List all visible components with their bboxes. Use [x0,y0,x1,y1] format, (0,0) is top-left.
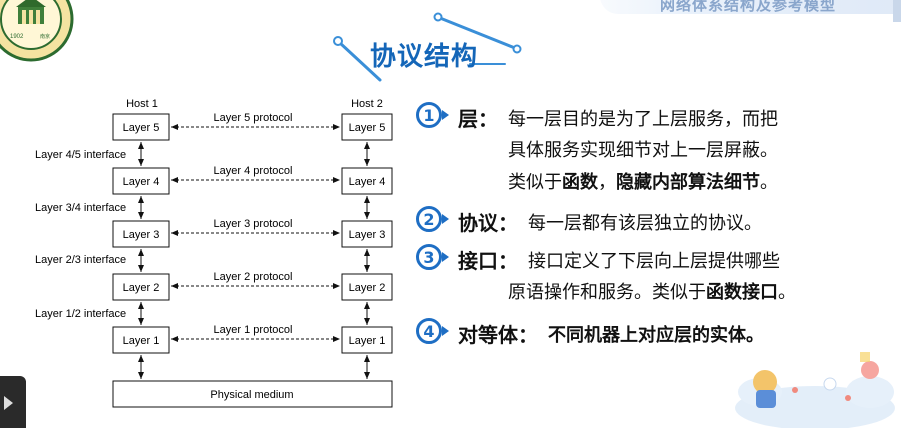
note-number-4: 4 [416,318,442,344]
note-text: 。 [778,282,796,303]
host1-layer-1-box [112,326,170,354]
slide-title: 协议结构 [370,42,479,72]
host1-layer-4-box [112,167,170,195]
note-pointer-icon [442,326,449,336]
layer-1-row: Layer 1 Layer 1 Layer 1 protocol [112,324,393,354]
note-desc-line: 具体服务实现细节对上一层屏蔽。 [508,140,778,161]
note-pointer-icon [442,110,449,120]
note-term-interface: 接口： [458,249,518,273]
host1-layer-5-box [112,113,170,141]
note-emphasis: 隐藏内部算法细节 [616,172,760,193]
layer-2-row: Layer 2 Layer 2 Layer 2 protocol [112,271,393,301]
banner-text: 网络体系结构及参考模型 [660,0,837,14]
note-desc-line: 不同机器上对应层的实体。 [548,325,764,346]
layer-3-row: Layer 3 Layer 3 Layer 3 protocol [112,218,393,248]
layer-2-protocol-label: Layer 2 protocol [214,271,293,283]
host2-layer-2-label: Layer 2 [349,282,386,294]
host2-layer-1-label: Layer 1 [349,335,386,347]
note-term-layer: 层： [458,107,498,131]
host1-layer-2-label: Layer 2 [123,282,160,294]
note-number-1: 1 [416,102,442,128]
interface-2-3-label: Layer 2/3 interface [35,254,126,266]
note-desc-line: 接口定义了下层向上层提供哪些 [528,251,780,272]
play-icon [4,396,13,410]
layer-diagram: Host 1 Host 2 Layer 5 Layer 5 Layer 5 pr… [35,98,393,408]
host1-layer-3-label: Layer 3 [123,229,160,241]
interface-3-4-label: Layer 3/4 interface [35,202,126,214]
layer-3-protocol-label: Layer 3 protocol [214,218,293,230]
note-interface: 3 接口： 接口定义了下层向上层提供哪些 原语操作和服务。类似于函数接口。 [412,238,852,312]
host1-layer-2-box [112,273,170,301]
note-text: 类似于 [508,172,562,193]
note-desc-line: 类似于函数，隐藏内部算法细节。 [508,168,778,194]
note-pointer-icon [442,214,449,224]
window-corner [893,0,901,22]
physical-medium-box [112,380,393,408]
host2-layer-5-box [341,113,393,141]
note-term-peer: 对等体： [458,323,538,347]
slide-nav-button[interactable] [0,376,26,428]
university-logo: 1902 南京 [0,0,74,62]
note-layer: 1 层： 每一层目的是为了上层服务，而把 具体服务实现细节对上一层屏蔽。 类似于… [412,96,852,200]
host1-layer-4-label: Layer 4 [123,176,160,188]
title-decoration [333,12,522,82]
note-emphasis: 函数 [562,172,598,193]
host2-layer-4-label: Layer 4 [349,176,386,188]
interface-1-2-label: Layer 1/2 interface [35,308,126,320]
layer-5-protocol-label: Layer 5 protocol [214,112,293,124]
title-area: 协议结构 [300,8,540,88]
notes-list: 1 层： 每一层目的是为了上层服务，而把 具体服务实现细节对上一层屏蔽。 类似于… [412,96,852,350]
decorative-illustration [735,352,895,428]
course-banner: 网络体系结构及参考模型 [600,0,901,14]
layer-4-protocol-label: Layer 4 protocol [214,165,293,177]
note-desc-line: 每一层都有该层独立的协议。 [528,213,762,234]
layer-1-protocol-label: Layer 1 protocol [214,324,293,336]
layer-4-row: Layer 4 Layer 4 Layer 4 protocol [112,165,393,195]
note-emphasis: 函数接口 [706,282,778,303]
host2-layer-3-box [341,220,393,248]
host1-layer-3-box [112,220,170,248]
physical-medium-label: Physical medium [210,389,293,401]
host2-layer-4-box [341,167,393,195]
host2-layer-5-label: Layer 5 [349,122,386,134]
layer-5-row: Layer 5 Layer 5 Layer 5 protocol [112,112,393,141]
note-desc-line: 每一层目的是为了上层服务，而把 [508,109,778,130]
host1-layer-5-label: Layer 5 [123,122,160,134]
note-text: ， [598,172,616,193]
svg-text:南京: 南京 [40,33,50,40]
host2-layer-3-label: Layer 3 [349,229,386,241]
host2-label: Host 2 [351,98,383,110]
note-protocol: 2 协议： 每一层都有该层独立的协议。 [412,200,852,238]
svg-text:1902: 1902 [10,34,24,40]
note-number-2: 2 [416,206,442,232]
host1-label: Host 1 [126,98,158,110]
note-term-protocol: 协议： [458,211,518,235]
note-text: 原语操作和服务。类似于 [508,282,706,303]
interface-4-5-label: Layer 4/5 interface [35,149,126,161]
note-pointer-icon [442,252,449,262]
note-number-3: 3 [416,244,442,270]
host1-layer-1-label: Layer 1 [123,335,160,347]
note-peer: 4 对等体： 不同机器上对应层的实体。 [412,312,852,350]
host2-layer-2-box [341,273,393,301]
note-text: 。 [760,172,778,193]
host2-layer-1-box [341,326,393,354]
note-desc-line: 原语操作和服务。类似于函数接口。 [508,278,796,304]
